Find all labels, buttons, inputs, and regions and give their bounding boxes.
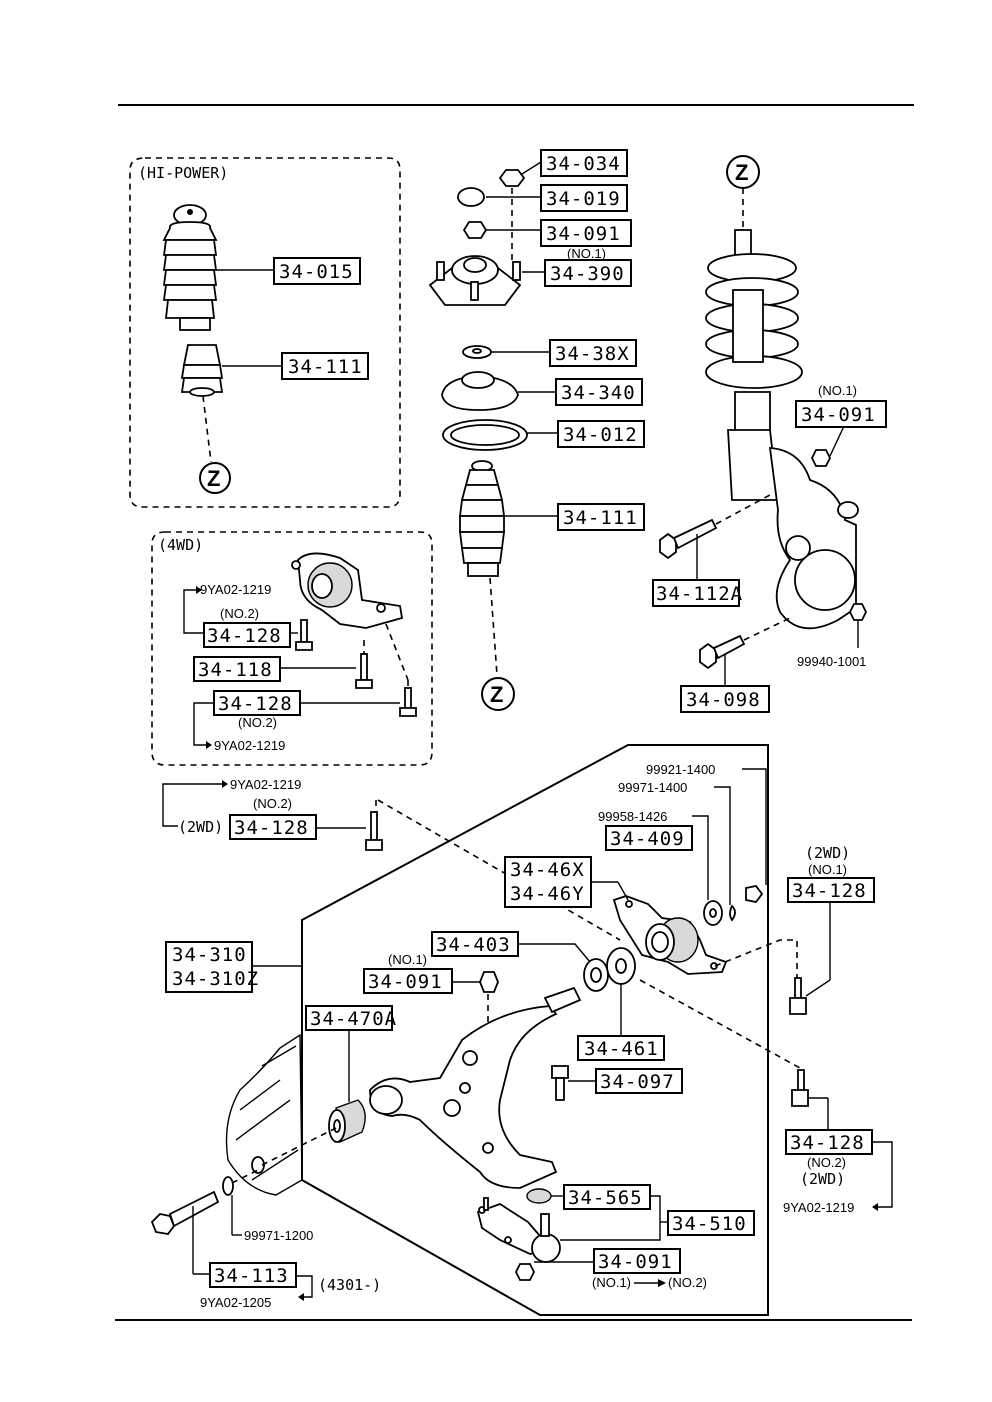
note-no2-bottom: (NO.2) [668,1275,707,1290]
hi-power-group: (HI-POWER) 34-015 34-111 Z [129,157,401,508]
part-number-34-118: 34-118 [198,659,273,681]
part-number-34-128-right-a: 34-128 [792,880,867,902]
note-no1-top: (NO.1) [567,246,606,261]
note-no1-right: (NO.1) [818,383,857,398]
ball-joint-boot-part [526,1188,552,1204]
part-number-9ya02-1219-b: 9YA02-1219 [214,738,285,753]
label-2wd-right-b: (2WD) [800,1170,845,1188]
hi-power-label: (HI-POWER) [138,164,228,182]
dust-cap-part [457,187,485,207]
part-number-34-310: 34-310 [172,944,247,966]
part-number-34-128-4wd-a: 34-128 [207,625,282,647]
label-2wd-right-a: (2WD) [805,844,850,862]
part-number-34-012: 34-012 [563,424,638,446]
part-number-34-128-2wd: 34-128 [234,817,309,839]
part-number-34-310z: 34-310Z [172,968,259,990]
serial-note-4301: (4301-) [318,1276,381,1294]
part-number-99958-1426: 99958-1426 [598,809,667,824]
lower-arm-group: 34-46X 34-46Y 99921-1400 99971-1400 9995… [150,744,893,1316]
part-number-34-403: 34-403 [436,934,511,956]
note-no1-mid: (NO.1) [388,952,427,967]
part-number-34-565: 34-565 [568,1187,643,1209]
part-number-34-46y: 34-46Y [510,883,585,905]
part-number-34-091-top: 34-091 [546,223,621,245]
z-mark-center: Z [490,682,503,707]
part-label-box [273,257,361,285]
part-number-34-340: 34-340 [561,382,636,404]
part-number-34-461: 34-461 [584,1038,659,1060]
2wd-left-bolt-group: 9YA02-1219 (NO.2) (2WD) 34-128 [162,777,621,941]
part-number-34-091-mid: 34-091 [368,971,443,993]
part-number-34-111-left: 34-111 [288,356,363,378]
rebound-stopper-part [180,344,224,397]
part-number-99940-1001: 99940-1001 [797,654,866,669]
note-no1-bottom: (NO.1) [592,1275,631,1290]
lower-arm-part [369,1005,558,1189]
part-number-9ya02-1219-2wd: 9YA02-1219 [230,777,301,792]
bump-stopper-part [162,204,218,331]
part-number-34-019: 34-019 [546,188,621,210]
part-number-34-390: 34-390 [550,263,625,285]
part-number-34-409: 34-409 [610,828,685,850]
z-mark-left: Z [207,466,220,491]
part-number-99971-1200: 99971-1200 [244,1228,313,1243]
label-2wd-left: (2WD) [178,818,223,836]
z-mark-right: Z [735,160,748,185]
fwd-group: (4WD) 9YA02-1219 (NO.2) 34-128 34-118 34… [151,531,433,766]
part-number-34-091-bottom: 34-091 [598,1251,673,1273]
part-number-34-128-right-b: 34-128 [790,1132,865,1154]
note-no2-4wd-b: (NO.2) [238,715,277,730]
part-number-99971-1400: 99971-1400 [618,780,687,795]
part-number-34-112a: 34-112A [656,583,743,605]
note-no2-2wd: (NO.2) [253,796,292,811]
strut-mount-stack: 34-034 34-019 34-091 (NO.1) 34-390 34-38… [428,149,645,711]
nut-part [498,169,526,187]
part-number-34-470a: 34-470A [310,1008,397,1030]
part-number-34-113: 34-113 [214,1265,289,1287]
part-number-9ya02-1219-right: 9YA02-1219 [783,1200,854,1215]
z-reference-mark [199,462,231,494]
part-number-9ya02-1219-a: 9YA02-1219 [200,582,271,597]
part-number-99921-1400: 99921-1400 [646,762,715,777]
subframe-part [225,1033,303,1196]
part-number-34-015: 34-015 [279,261,354,283]
note-no1-2wd-right: (NO.1) [808,862,847,877]
strut-assembly: Z (NO.1) 34-091 34-112A [652,155,887,713]
part-number-34-111-center: 34-111 [563,507,638,529]
part-number-34-097: 34-097 [600,1071,675,1093]
part-number-34-38x: 34-38X [555,343,630,365]
part-number-34-510: 34-510 [672,1213,747,1235]
part-number-34-46x: 34-46X [510,859,585,881]
fwd-label: (4WD) [158,536,203,554]
note-no2-2wd-right: (NO.2) [807,1155,846,1170]
part-number-34-098: 34-098 [686,689,761,711]
note-no2-4wd-a: (NO.2) [220,606,259,621]
part-number-34-128-4wd-b: 34-128 [218,693,293,715]
part-number-34-034: 34-034 [546,153,621,175]
part-number-34-091-right: 34-091 [801,404,876,426]
rebound-stopper-center-part [458,460,506,577]
part-number-9ya02-1205: 9YA02-1205 [200,1295,271,1310]
